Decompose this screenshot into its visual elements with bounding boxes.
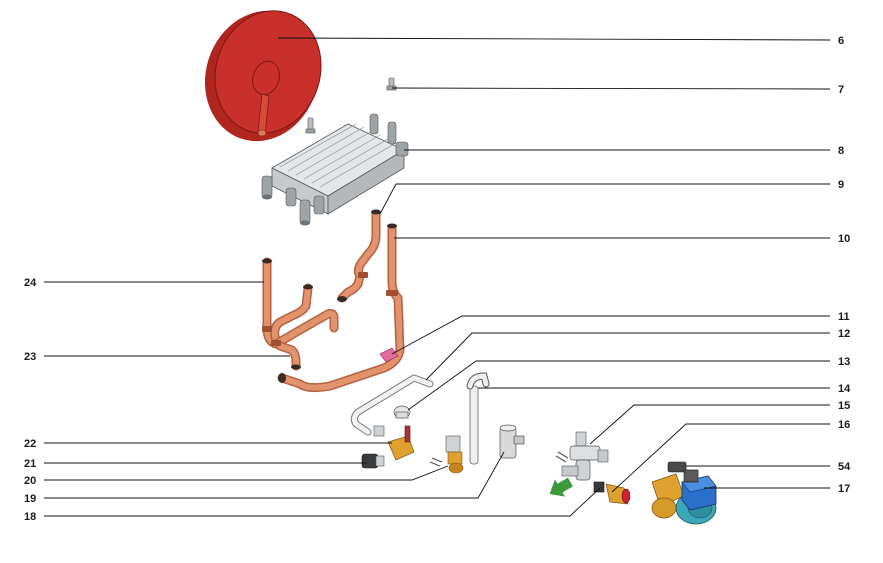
label-18: 18 xyxy=(24,511,36,523)
label-16: 16 xyxy=(838,419,850,431)
pressure-sensor xyxy=(593,481,631,505)
label-21: 21 xyxy=(24,458,36,470)
label-14: 14 xyxy=(838,383,851,395)
label-23: 23 xyxy=(24,351,36,363)
label-13: 13 xyxy=(838,356,850,368)
temperature-sensor xyxy=(305,117,316,134)
hydraulic-manifold xyxy=(555,431,609,481)
label-11: 11 xyxy=(838,311,850,323)
flow-sensor-cap xyxy=(393,405,411,419)
label-12: 12 xyxy=(838,328,850,340)
circulation-pump xyxy=(651,461,717,525)
label-8: 8 xyxy=(838,145,844,157)
return-tube xyxy=(466,372,490,465)
union-fitting xyxy=(361,453,385,469)
label-24: 24 xyxy=(24,277,37,289)
filter-housing xyxy=(499,424,525,459)
label-7: 7 xyxy=(838,84,844,96)
label-54: 54 xyxy=(838,461,851,473)
heat-exchanger xyxy=(261,113,409,226)
label-9: 9 xyxy=(838,179,844,191)
pipe-clip xyxy=(379,347,399,363)
safety-valve xyxy=(429,435,464,474)
label-15: 15 xyxy=(838,400,850,412)
expansion-vessel xyxy=(204,10,322,142)
callout-labels: 6 7 8 9 10 11 12 13 14 15 16 54 17 24 23… xyxy=(24,35,851,523)
leader-lines xyxy=(44,37,831,517)
label-19: 19 xyxy=(24,493,36,505)
bypass-tube xyxy=(350,374,434,436)
flow-direction-arrow xyxy=(549,477,573,497)
label-20: 20 xyxy=(24,475,36,487)
copper-pipe-assembly xyxy=(262,209,405,393)
label-22: 22 xyxy=(24,438,36,450)
label-17: 17 xyxy=(838,483,850,495)
label-6: 6 xyxy=(838,35,844,47)
air-vent-valve xyxy=(386,77,397,91)
filling-tap xyxy=(373,425,415,461)
label-10: 10 xyxy=(838,233,850,245)
